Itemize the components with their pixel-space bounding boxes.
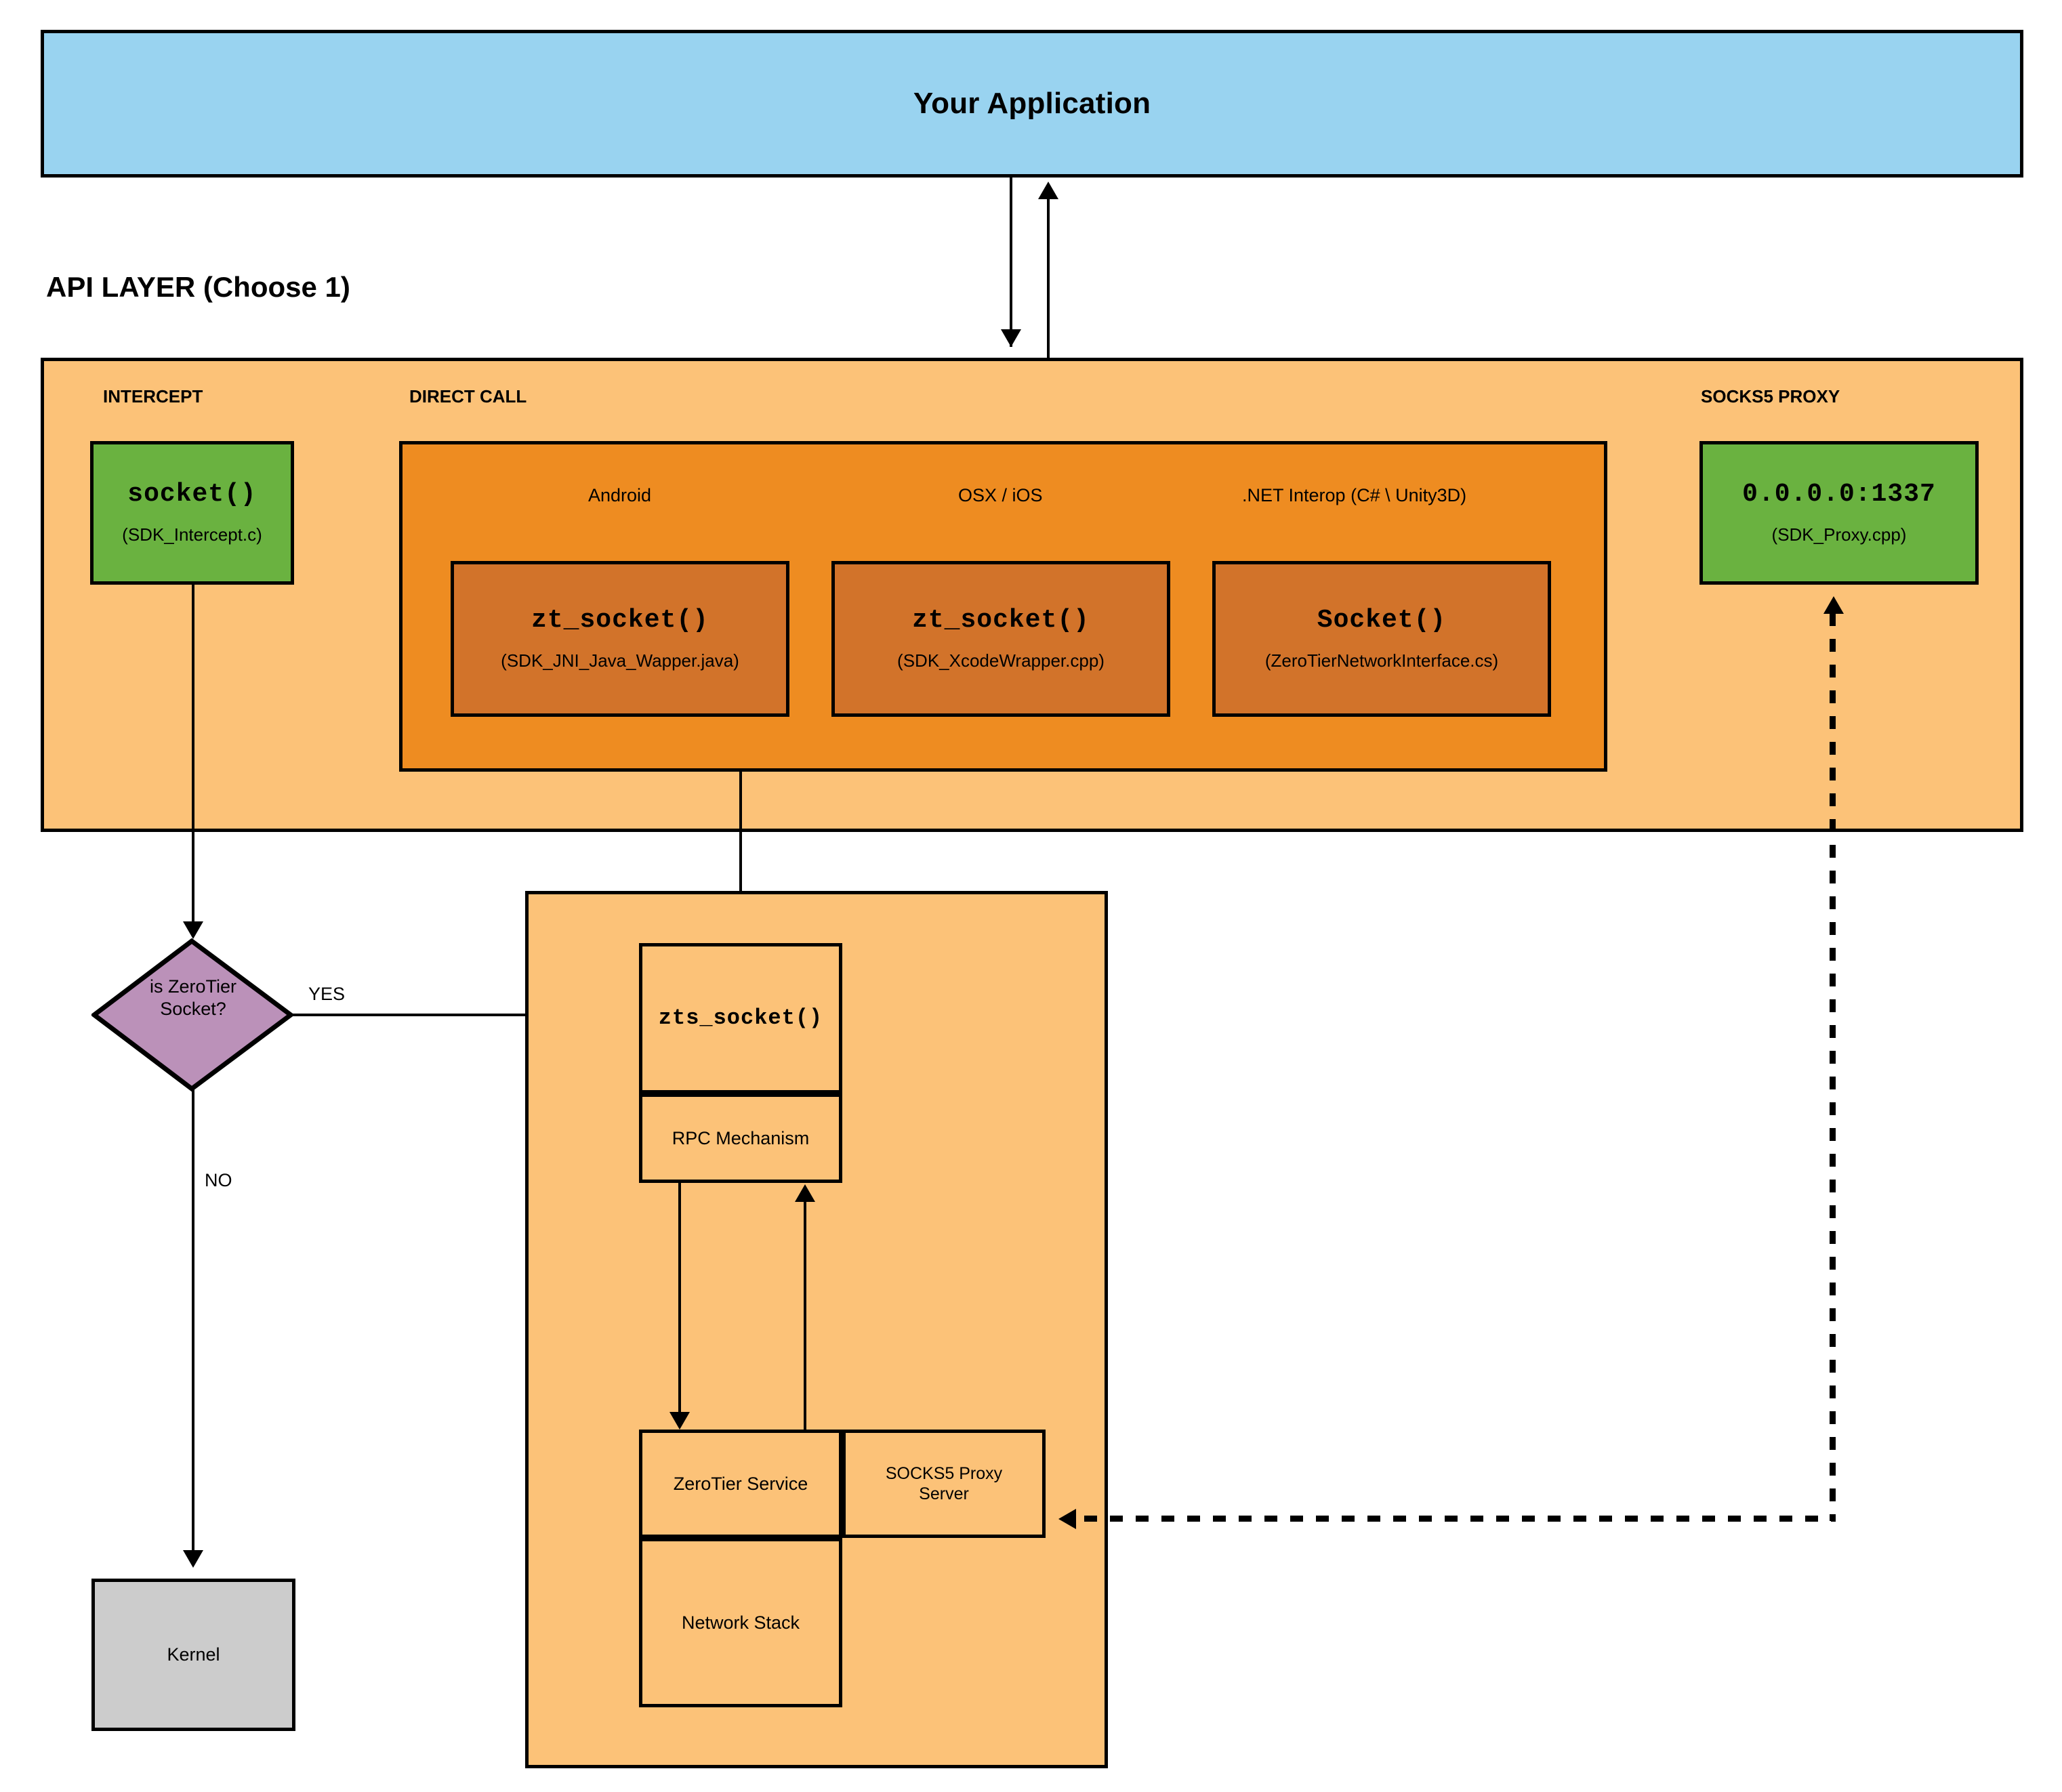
platform-android-function: zt_socket() xyxy=(531,605,709,635)
service-to-rpc-line xyxy=(804,1199,806,1430)
api-layer-title: API LAYER (Choose 1) xyxy=(46,271,350,303)
your-application-label: Your Application xyxy=(913,87,1151,120)
platform-box-dotnet[interactable]: Socket() (ZeroTierNetworkInterface.cs) xyxy=(1212,561,1551,717)
zerotier-service-box[interactable]: ZeroTier Service xyxy=(639,1430,842,1538)
intercept-socket-node[interactable]: socket() (SDK_Intercept.c) xyxy=(90,441,294,585)
zerotier-service-label: ZeroTier Service xyxy=(673,1473,808,1494)
intercept-to-decision-line xyxy=(192,585,194,936)
layer-to-app-arrowhead xyxy=(1038,182,1058,199)
decision-no-arrowhead xyxy=(183,1550,203,1568)
proxy-dotted-arrowhead-up xyxy=(1823,596,1844,614)
platform-dotnet-function: Socket() xyxy=(1317,605,1447,635)
column-header-socks5-proxy: SOCKS5 PROXY xyxy=(1701,386,1840,407)
network-stack-label: Network Stack xyxy=(681,1612,800,1633)
socks5-proxy-address: 0.0.0.0:1337 xyxy=(1742,479,1936,509)
socks5-proxy-node[interactable]: 0.0.0.0:1337 (SDK_Proxy.cpp) xyxy=(1699,441,1979,585)
rpc-mechanism-box[interactable]: RPC Mechanism xyxy=(639,1093,842,1183)
direct-call-to-zts-line xyxy=(739,772,742,942)
column-header-intercept: INTERCEPT xyxy=(103,386,203,407)
platform-android-file: (SDK_JNI_Java_Wapper.java) xyxy=(501,650,739,671)
decision-label-line1: is ZeroTier xyxy=(149,976,236,997)
zts-socket-label: zts_socket() xyxy=(658,1005,823,1030)
socks5-proxy-server-line1: SOCKS5 Proxy xyxy=(885,1463,1003,1483)
rpc-to-service-arrowhead xyxy=(669,1412,690,1430)
decision-yes-label: YES xyxy=(308,984,346,1004)
decision-label-line2: Socket? xyxy=(160,998,226,1019)
intercept-to-decision-arrowhead xyxy=(183,921,203,939)
layer-to-app-line xyxy=(1047,196,1050,360)
platform-osx-ios-file: (SDK_XcodeWrapper.cpp) xyxy=(897,650,1105,671)
platform-dotnet-file: (ZeroTierNetworkInterface.cs) xyxy=(1264,650,1499,671)
column-header-direct-call: DIRECT CALL xyxy=(409,386,527,407)
decision-label: is ZeroTier Socket? xyxy=(91,976,295,1020)
your-application-box: Your Application xyxy=(41,30,2023,178)
intercept-socket-file: (SDK_Intercept.c) xyxy=(122,524,262,545)
service-to-rpc-arrowhead xyxy=(795,1184,815,1202)
platform-osx-ios-function: zt_socket() xyxy=(912,605,1090,635)
socks5-proxy-server-box[interactable]: SOCKS5 Proxy Server xyxy=(842,1430,1046,1538)
platform-label-android: Android xyxy=(588,485,652,505)
intercept-socket-name: socket() xyxy=(127,479,257,509)
socks5-proxy-file: (SDK_Proxy.cpp) xyxy=(1771,524,1907,545)
network-stack-box[interactable]: Network Stack xyxy=(639,1538,842,1707)
socks5-proxy-server-line2: Server xyxy=(919,1484,969,1503)
rpc-mechanism-label: RPC Mechanism xyxy=(672,1127,810,1148)
kernel-box: Kernel xyxy=(91,1579,295,1731)
platform-box-osx-ios[interactable]: zt_socket() (SDK_XcodeWrapper.cpp) xyxy=(831,561,1170,717)
decision-no-label: NO xyxy=(205,1170,232,1190)
platform-label-osx-ios: OSX / iOS xyxy=(958,485,1043,505)
app-to-layer-line xyxy=(1010,178,1012,347)
decision-no-line xyxy=(192,1087,194,1565)
proxy-dotted-horizontal xyxy=(1084,1516,1836,1522)
decision-yes-line xyxy=(289,1014,636,1016)
platform-box-android[interactable]: zt_socket() (SDK_JNI_Java_Wapper.java) xyxy=(451,561,789,717)
platform-label-dotnet-interop: .NET Interop (C# \ Unity3D) xyxy=(1242,485,1467,505)
proxy-dotted-arrowhead-left xyxy=(1058,1509,1076,1529)
proxy-dotted-vertical xyxy=(1830,613,1836,1521)
app-to-layer-arrowhead xyxy=(1001,329,1021,347)
kernel-label: Kernel xyxy=(167,1644,220,1665)
rpc-to-service-line xyxy=(678,1183,681,1420)
zts-socket-box[interactable]: zts_socket() xyxy=(639,943,842,1093)
